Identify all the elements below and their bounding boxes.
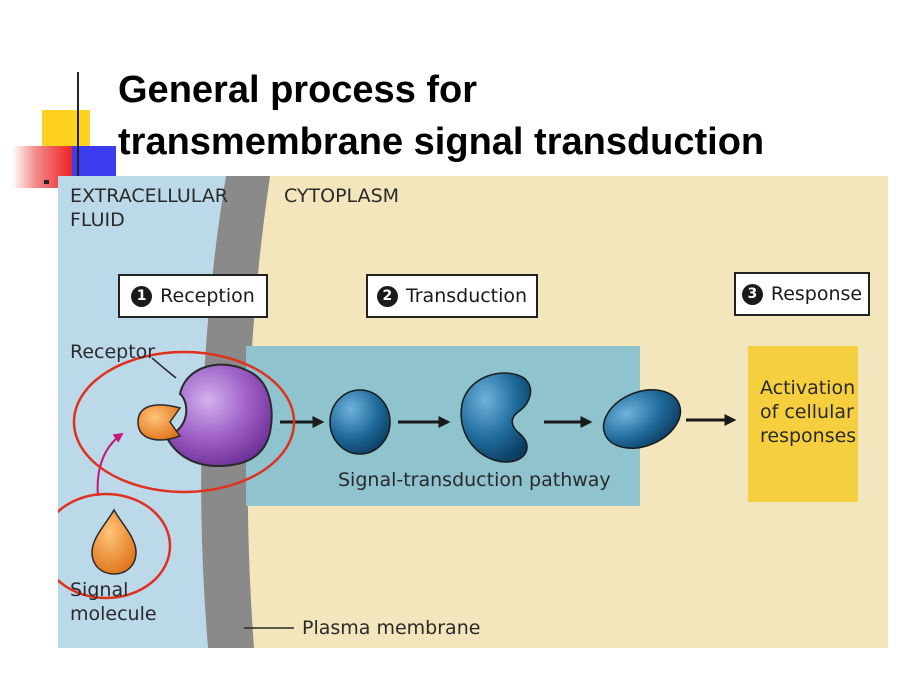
step-3-number-badge: 3	[741, 283, 763, 305]
slide-title-line-1: General process for	[118, 69, 478, 111]
extracellular-fluid-label-line-2: FLUID	[70, 209, 125, 231]
slide-accent-dot	[44, 180, 49, 184]
response-text: Activation of cellular responses	[760, 376, 856, 448]
response-text-line-2: of cellular	[760, 401, 854, 423]
step-2-label: Transduction	[405, 285, 528, 307]
step-response: 3 Response	[734, 272, 870, 316]
signal-molecule-label: Signal molecule	[70, 578, 157, 626]
signal-highlight-circle	[58, 492, 172, 600]
response-text-line-1: Activation	[760, 377, 856, 399]
binding-arrow	[96, 432, 124, 497]
step-2-number-badge: 2	[376, 285, 398, 307]
bound-signal-molecule	[137, 404, 182, 441]
receptor-highlight-circle	[72, 350, 296, 494]
response-box	[748, 346, 858, 502]
step-reception: 1 Reception	[118, 274, 268, 318]
plasma-membrane-label: Plasma membrane	[302, 617, 481, 639]
step-1-number-badge: 1	[131, 285, 153, 307]
extracellular-fluid-label: EXTRACELLULAR FLUID	[70, 184, 228, 232]
step-3-label: Response	[770, 283, 863, 305]
receptor-label: Receptor	[70, 341, 156, 363]
signal-transduction-diagram: EXTRACELLULAR FLUID CYTOPLASM 1 Reception…	[58, 176, 888, 648]
receptor-pointer-line	[151, 357, 177, 379]
relay-protein-2	[460, 372, 532, 463]
slide-title: General process for transmembrane signal…	[118, 64, 764, 168]
step-transduction: 2 Transduction	[366, 274, 538, 318]
relay-protein-1	[329, 389, 391, 455]
pathway-label: Signal-transduction pathway	[338, 469, 611, 491]
slide-title-line-2: transmembrane signal transduction	[118, 121, 765, 163]
signal-molecule-label-line-1: Signal	[70, 579, 129, 601]
relay-protein-3	[602, 389, 682, 449]
extracellular-fluid-label-line-1: EXTRACELLULAR	[70, 185, 229, 207]
slide-accent-vertical-line	[77, 72, 79, 212]
cytoplasm-label: CYTOPLASM	[284, 185, 400, 207]
response-text-line-3: responses	[760, 425, 857, 447]
step-1-label: Reception	[160, 285, 255, 307]
diagram-artwork	[58, 176, 888, 648]
signal-molecule-label-line-2: molecule	[70, 603, 157, 625]
free-signal-molecule	[91, 508, 137, 575]
